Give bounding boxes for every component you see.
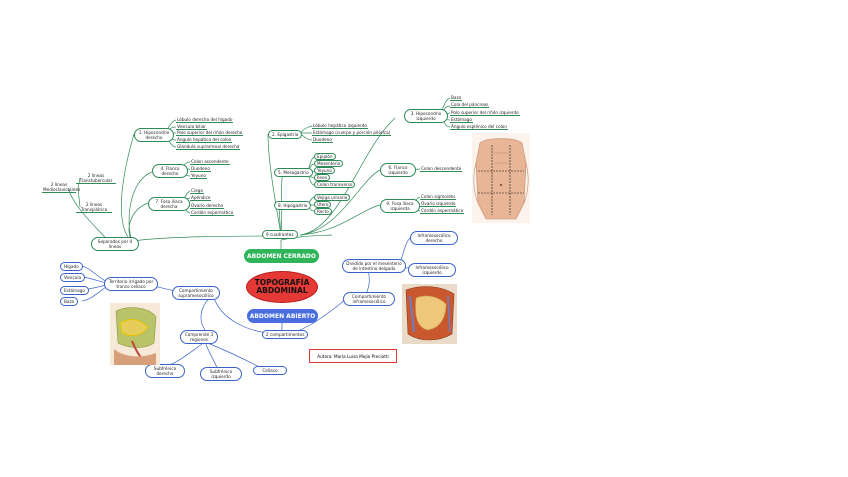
list-item[interactable]: Lóbulo hepático izquierdo bbox=[312, 123, 368, 129]
supramesocolic-node[interactable]: Compartimiento supramesocólico bbox=[172, 286, 220, 300]
list-item[interactable]: Íleon bbox=[314, 174, 331, 181]
two-compartments-node[interactable]: 2 compartimentos bbox=[262, 330, 309, 339]
line-transpyloric[interactable]: 2 líneas Transpilórica bbox=[76, 202, 112, 213]
list-item[interactable]: Estómago bbox=[450, 117, 473, 123]
list-item[interactable]: Subfrénico derecho bbox=[145, 364, 185, 378]
list-item[interactable]: Duodeno bbox=[190, 166, 211, 172]
inframesocolic-node[interactable]: Compartimiento inframesocólico bbox=[343, 292, 395, 306]
list-item[interactable]: Bazo bbox=[60, 297, 79, 306]
list-item[interactable]: Vejiga urinaria bbox=[314, 194, 351, 201]
list-item[interactable]: Hígado bbox=[60, 262, 83, 271]
list-item[interactable]: Mesenterio bbox=[314, 160, 344, 167]
list-item[interactable]: Bazo bbox=[450, 95, 463, 101]
list-item[interactable]: Cola del páncreas bbox=[450, 102, 490, 108]
list-item[interactable]: Ciego bbox=[190, 188, 204, 194]
list-item[interactable]: Lóbulo derecho del hígado bbox=[176, 117, 234, 123]
list-item[interactable]: Colon descendente bbox=[420, 166, 463, 172]
list-item[interactable]: Estómago bbox=[60, 286, 89, 295]
list-item[interactable]: Subfrénico izquierdo bbox=[200, 367, 242, 381]
supramesocolic-illustration bbox=[110, 303, 160, 365]
left-iliac-fossa-node[interactable]: 9. Fosa iliaca izquierda bbox=[380, 199, 420, 213]
list-item[interactable]: Vesícula biliar bbox=[176, 124, 207, 130]
divided-by-mesentery-node[interactable]: Dividido por el mesenterio de intestino … bbox=[342, 259, 406, 273]
list-item[interactable]: Ovario derecho bbox=[190, 203, 225, 209]
author-box: Autora: María Luisa Mejía Preciotti bbox=[309, 349, 397, 363]
list-item[interactable]: Glándula suprarrenal derecha bbox=[176, 144, 241, 150]
list-item[interactable]: Colon sigmoides bbox=[420, 194, 457, 200]
central-topic-title: TOPOGRAFÍA ABDOMINAL bbox=[254, 278, 310, 295]
list-item[interactable]: Cordón espermático bbox=[190, 210, 235, 216]
left-hypochondrium-node[interactable]: 3. Hipocondrio izquierdo bbox=[404, 109, 448, 123]
territory-node[interactable]: Territorio irrigado por tronco celíaco bbox=[104, 277, 158, 291]
list-item[interactable]: Cordón espermático bbox=[420, 208, 465, 214]
list-item[interactable]: Polo superior del riñón izquierdo bbox=[450, 110, 520, 116]
list-item[interactable]: Inframesocólico izquierdo bbox=[408, 263, 456, 277]
list-item[interactable]: Yeyuno bbox=[314, 167, 335, 174]
line-transtubercular[interactable]: 2 líneas Transtubercular bbox=[76, 173, 116, 184]
list-item[interactable]: Yeyuno bbox=[190, 173, 207, 179]
right-iliac-fossa-node[interactable]: 7. Fosa iliaca derecha bbox=[148, 197, 190, 211]
right-hypochondrium-node[interactable]: 1. Hipocondrio derecho bbox=[134, 128, 174, 142]
list-item[interactable]: Colon transverso bbox=[314, 181, 356, 188]
list-item[interactable]: Ovario izquierdo bbox=[420, 201, 457, 207]
list-item[interactable]: Estómago (cuerpo y porción pilórica) bbox=[312, 130, 392, 136]
list-item[interactable]: Duodeno bbox=[312, 137, 333, 143]
hypogastrium-node[interactable]: 8. Hipogastrio bbox=[274, 201, 312, 210]
left-flank-node[interactable]: 6. Flanco izquierdo bbox=[380, 163, 416, 177]
list-item[interactable]: Útero bbox=[314, 201, 332, 208]
nine-quadrants-node[interactable]: 9 cuadrantes bbox=[262, 230, 298, 239]
list-item[interactable]: Ángulo esplénico del colon bbox=[450, 124, 509, 130]
line-midclavicular[interactable]: 2 líneas Medioclaviculares bbox=[42, 182, 81, 193]
list-item[interactable]: Apéndice bbox=[190, 195, 212, 201]
list-item[interactable]: Colon ascendente bbox=[190, 159, 230, 165]
right-flank-node[interactable]: 4. Flanco derecho bbox=[152, 164, 188, 178]
central-topic[interactable]: TOPOGRAFÍA ABDOMINAL bbox=[246, 271, 318, 303]
list-item[interactable]: Celíaco bbox=[253, 366, 287, 375]
inframesocolic-illustration bbox=[402, 284, 457, 344]
list-item[interactable]: Polo superior del riñón derecho bbox=[176, 130, 244, 136]
list-item[interactable]: Ángulo hepático del colon bbox=[176, 137, 233, 143]
epigastrium-node[interactable]: 2. Epigastrio bbox=[268, 130, 303, 139]
separated-by-lines-node[interactable]: Separados por 4 líneas bbox=[91, 237, 139, 251]
list-item[interactable]: Recto bbox=[314, 208, 332, 215]
open-abdomen-banner[interactable]: ABDOMEN ABIERTO bbox=[247, 309, 318, 323]
closed-abdomen-banner[interactable]: ABDOMEN CERRADO bbox=[244, 249, 319, 263]
abdomen-regions-illustration bbox=[472, 133, 530, 223]
list-item[interactable]: Epiplón bbox=[314, 153, 336, 160]
mesogastrium-node[interactable]: 5. Mesogastrio bbox=[274, 168, 313, 177]
list-item[interactable]: Inframesocólico derecho bbox=[410, 231, 458, 245]
list-item[interactable]: Vesícula bbox=[60, 273, 86, 282]
three-regions-node[interactable]: Comprende 3 regiones bbox=[180, 330, 218, 344]
